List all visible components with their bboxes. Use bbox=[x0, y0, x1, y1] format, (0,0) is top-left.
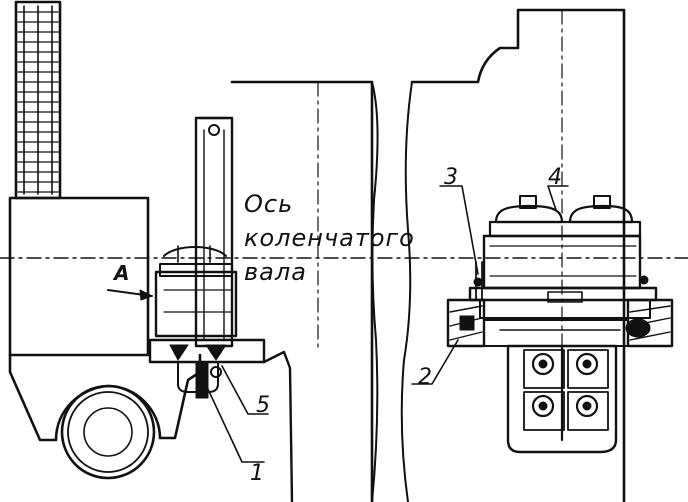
forklift-body bbox=[8, 196, 150, 357]
arrow-a bbox=[107, 289, 153, 301]
bearing-block bbox=[506, 344, 618, 454]
callout-1: 1 bbox=[250, 461, 264, 486]
axis-label-line2: коленчатого bbox=[244, 224, 415, 252]
axis-label-line3: вала bbox=[244, 258, 307, 286]
forklift-mast bbox=[14, 0, 62, 200]
forklift-chassis bbox=[8, 353, 202, 442]
arrow-a-label: A bbox=[112, 261, 129, 285]
support-left bbox=[446, 298, 486, 348]
lifted-unit bbox=[154, 245, 238, 338]
forklift bbox=[8, 0, 266, 480]
engine-block-right bbox=[400, 8, 626, 502]
callout-4: 4 bbox=[548, 165, 562, 190]
callout-2: 2 bbox=[418, 365, 432, 390]
engine-block-left bbox=[230, 80, 379, 502]
axis-label-line1: Ось bbox=[244, 190, 293, 218]
fork-base bbox=[148, 338, 266, 399]
forklift-wheel bbox=[60, 384, 156, 480]
unit-top bbox=[488, 195, 642, 238]
callout-5: 5 bbox=[256, 393, 270, 418]
installed-unit bbox=[446, 195, 674, 348]
callout-3: 3 bbox=[444, 165, 458, 190]
leader-lines bbox=[199, 185, 569, 463]
